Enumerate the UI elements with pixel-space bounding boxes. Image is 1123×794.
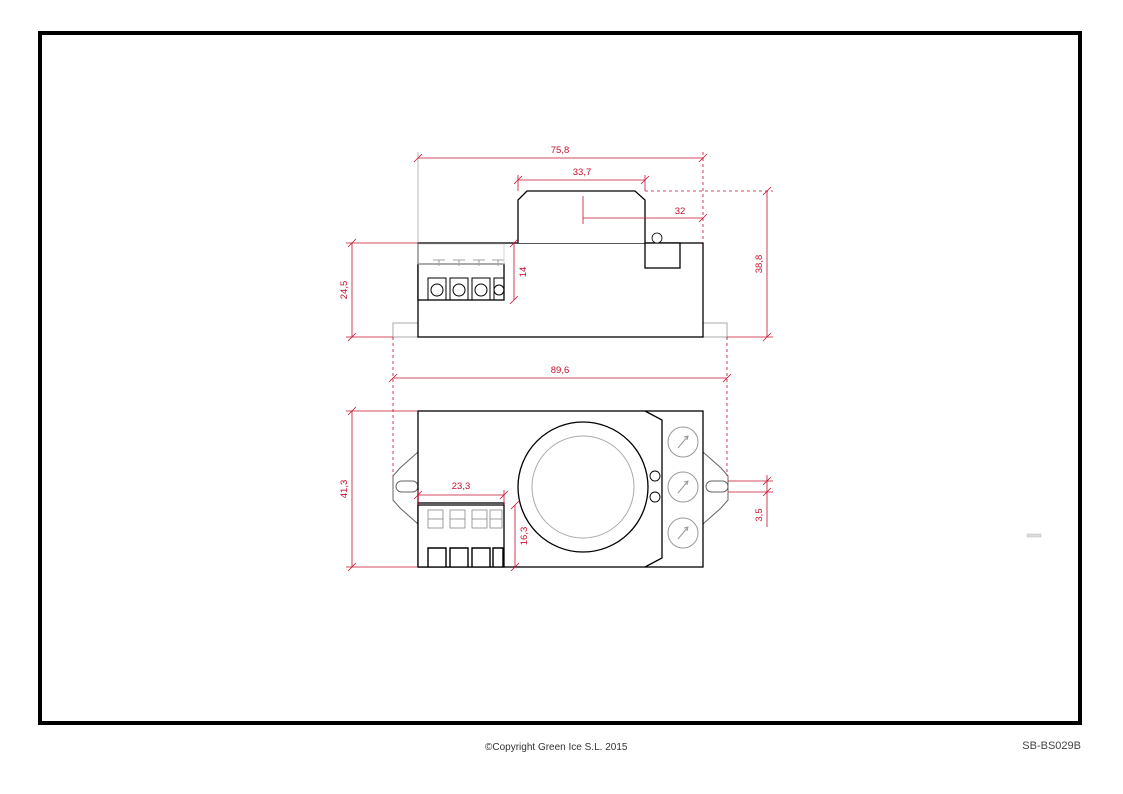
dim-38-8: 38,8 [754, 255, 765, 274]
plan-terminal-wires [427, 547, 504, 567]
drawing-code: SB-BS029B [1022, 740, 1081, 752]
dim-16-3: 16,3 [519, 527, 530, 546]
side-terminals [427, 277, 505, 301]
plan-view [392, 410, 729, 568]
indicator-led-1 [649, 470, 661, 482]
sensor-lens-outer [517, 421, 649, 553]
left-mounting-ear [392, 451, 419, 525]
small-mark [1026, 533, 1042, 538]
dim-41-3: 41,3 [339, 480, 350, 499]
dim-3-5: 3,5 [754, 508, 765, 521]
front-panel-outline [644, 410, 663, 568]
side-terminal-block [417, 263, 505, 301]
copyright-text: ©Copyright Green Ice S.L. 2015 [485, 742, 628, 753]
adjustment-knobs [667, 426, 699, 549]
sensor-lens-inner [531, 435, 635, 539]
side-indicator [651, 232, 663, 244]
right-mounting-ear [702, 451, 729, 525]
plan-terminal-block [417, 502, 505, 568]
dim-33-7: 33,7 [573, 167, 592, 178]
dim-23-3: 23,3 [452, 481, 471, 492]
dim-32: 32 [675, 206, 686, 217]
dim-89-6: 89,6 [551, 365, 570, 376]
sheet-frame [38, 31, 1082, 725]
left-slot [395, 480, 419, 493]
side-screws [417, 243, 505, 266]
indicator-led-2 [649, 491, 661, 503]
dimension-lines [346, 152, 773, 572]
dim-14: 14 [518, 267, 529, 278]
dim-75-8: 75,8 [551, 145, 570, 156]
plan-terminal-screws [427, 509, 503, 529]
side-connector [644, 242, 681, 269]
dim-24-5: 24,5 [339, 281, 350, 300]
side-lens-housing [517, 190, 646, 243]
right-slot [705, 480, 729, 493]
side-view [392, 190, 728, 338]
